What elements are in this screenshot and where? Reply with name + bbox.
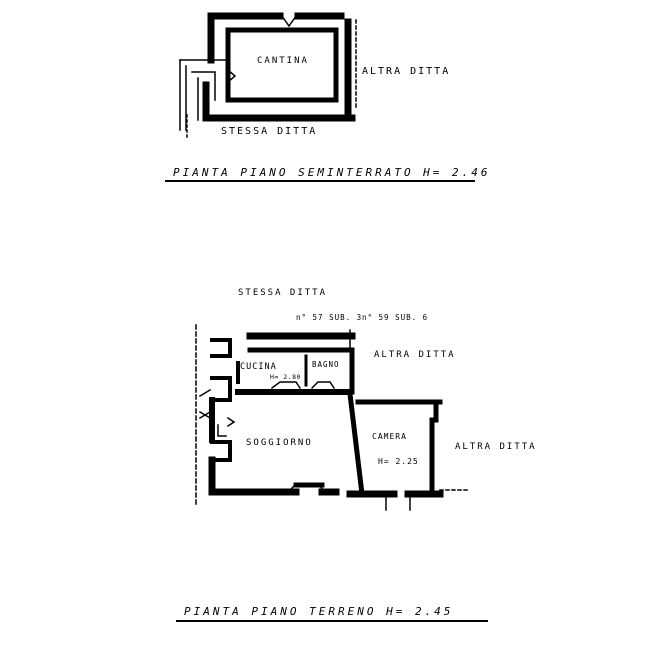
- basement-walls: [202, 12, 356, 122]
- parcel-59-label: n° 59 SUB. 6: [362, 313, 429, 322]
- neighbor-altra-ditta-label: ALTRA DITTA: [362, 66, 451, 77]
- ground-plan-title: PIANTA PIANO TERRENO H= 2.45: [184, 605, 454, 618]
- room-camera-label: CAMERA: [372, 432, 407, 441]
- room-camera-height-label: H= 2.25: [378, 457, 419, 466]
- neighbor-altra-ditta-right-top-label: ALTRA DITTA: [374, 350, 456, 360]
- neighbor-stessa-ditta-top-label: STESSA DITTA: [238, 288, 328, 298]
- room-cucina-height-label: H= 2.80: [270, 373, 301, 381]
- basement-title-underline: [165, 180, 475, 182]
- room-cucina-label: CUCINA: [240, 362, 277, 372]
- ground-title-underline: [176, 620, 488, 622]
- ground-walls: [208, 332, 444, 498]
- basement-details: [179, 14, 357, 141]
- neighbor-stessa-ditta-label: STESSA DITTA: [221, 126, 318, 137]
- room-bagno-label: BAGNO: [312, 360, 340, 369]
- ground-details: [195, 324, 471, 511]
- room-cantina-label: CANTINA: [257, 56, 309, 66]
- basement-plan-title: PIANTA PIANO SEMINTERRATO H= 2.46: [173, 166, 491, 179]
- neighbor-altra-ditta-right-bottom-label: ALTRA DITTA: [455, 442, 537, 452]
- parcel-57-label: n° 57 SUB. 3: [296, 313, 363, 322]
- room-soggiorno-label: SOGGIORNO: [246, 438, 313, 448]
